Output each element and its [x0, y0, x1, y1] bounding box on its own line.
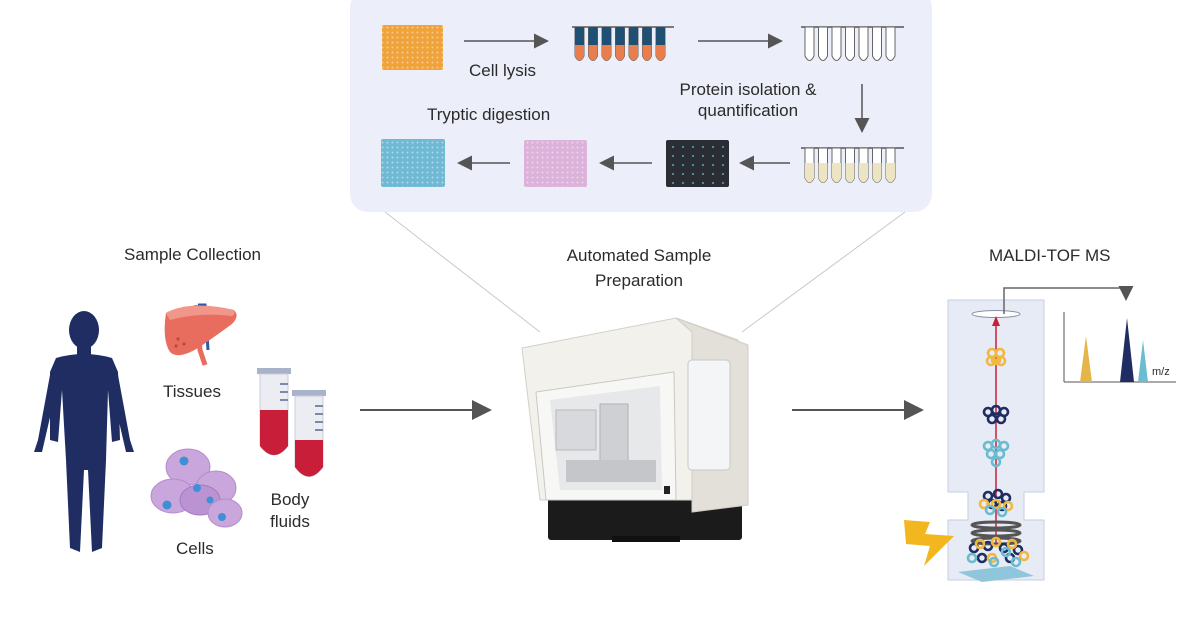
cells-label: Cells [176, 539, 214, 558]
ion [1010, 556, 1022, 568]
ion [990, 354, 1002, 366]
tube-cap-fill [588, 27, 598, 45]
ion [1006, 538, 1018, 550]
tissues-label: Tissues [163, 382, 221, 401]
tube-contents [629, 45, 638, 61]
protein-isolation-label-line2: quantification [697, 101, 799, 120]
orange-well-plate [382, 25, 443, 70]
tube-cap-fill [629, 27, 638, 45]
ion [982, 490, 994, 502]
ion [974, 538, 986, 550]
spectrum-peak-3 [1138, 340, 1148, 382]
ion [985, 355, 997, 367]
ion [995, 413, 1007, 425]
tube-contents [656, 45, 665, 61]
liquid-handler-instrument [521, 317, 749, 542]
workflow-panel [350, 0, 932, 212]
tube [872, 26, 882, 61]
body-fluid-tubes-icon [257, 368, 326, 477]
ion [996, 506, 1008, 518]
ion [990, 498, 1002, 510]
tryptic-digestion-label: Tryptic digestion [427, 105, 551, 124]
ion [1012, 544, 1024, 556]
ion [995, 355, 1007, 367]
pink-well-plate [524, 140, 587, 187]
body-fluids-label-line1: Body [270, 490, 310, 509]
ion [994, 448, 1006, 460]
automated-prep-title-line2: Preparation [595, 271, 683, 290]
spectrum-axis-label: m/z [1152, 366, 1170, 378]
tube-cap-fill [656, 27, 665, 45]
maldi-title: MALDI-TOF MS [989, 246, 1111, 265]
ion [992, 488, 1004, 500]
cell-lysis-label: Cell lysis [469, 61, 537, 80]
tube-contents [805, 163, 814, 183]
quantification-plate [666, 140, 729, 187]
tube-contents [832, 163, 841, 183]
tube-contents [615, 45, 625, 61]
protein-tube-strip [801, 147, 904, 183]
tube-cap-fill [575, 27, 584, 45]
ion-clusters [966, 347, 1030, 568]
tube-contents [588, 45, 598, 61]
tube [818, 26, 828, 61]
tube-contents [886, 163, 895, 183]
ion [966, 552, 978, 564]
ion [984, 504, 996, 516]
tube-contents [872, 163, 882, 183]
liver-icon [164, 303, 237, 366]
lysis-tube-strip [572, 26, 674, 61]
tube [804, 26, 815, 61]
tube-contents [818, 163, 828, 183]
automated-prep-title-line1: Automated Sample [566, 246, 712, 265]
tube [885, 26, 896, 61]
connector-line-left [384, 211, 541, 333]
ion [1000, 546, 1012, 558]
empty-tube-strip [801, 26, 904, 61]
ion [990, 536, 1002, 548]
ion [978, 498, 990, 510]
ion [990, 456, 1002, 468]
maldi-flight-tube [947, 286, 1134, 582]
digestion-well-plate [381, 139, 445, 187]
protein-isolation-label-line1: Protein isolation & [679, 80, 817, 99]
tube-contents [575, 45, 584, 61]
ion [996, 500, 1008, 512]
mass-spectrum-inset [1063, 312, 1176, 383]
tube-contents [602, 45, 611, 61]
tube-cap-fill [642, 27, 652, 45]
tube-contents [859, 163, 868, 183]
ion [976, 552, 988, 564]
tube-cap-fill [602, 27, 611, 45]
tube [858, 26, 869, 61]
connector-line-right [741, 211, 906, 333]
human-icon [34, 311, 134, 552]
cells-icon [150, 448, 243, 528]
body-fluids-label-line2: fluids [270, 512, 310, 531]
tube-contents [642, 45, 652, 61]
tube-contents [845, 163, 855, 183]
ion [1002, 500, 1014, 512]
ion [1018, 550, 1030, 562]
ion [988, 556, 1000, 568]
sample-collection-title: Sample Collection [124, 245, 262, 264]
laser-icon [904, 520, 954, 566]
ion [998, 440, 1010, 452]
spectrum-peak-2 [1120, 318, 1134, 382]
spectrum-peak-1 [1080, 336, 1092, 382]
tube [831, 26, 842, 61]
tube [845, 26, 855, 61]
tube-cap-fill [615, 27, 625, 45]
